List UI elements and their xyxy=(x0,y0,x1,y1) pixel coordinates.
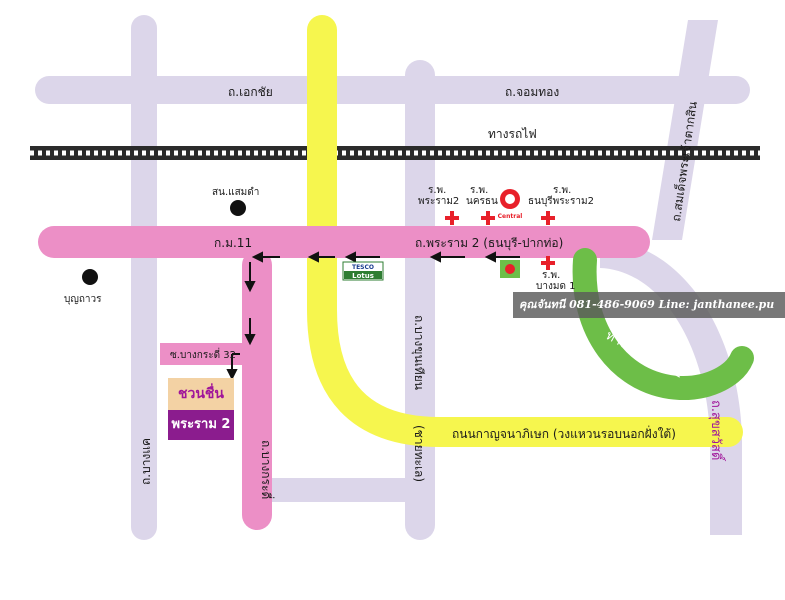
svg-text:ร.พ. พระราม2: ร.พ. พระราม2 xyxy=(418,185,459,207)
svg-text:ร.พ. ธนบุรีพระราม2: ร.พ. ธนบุรีพระราม2 xyxy=(528,185,594,207)
road-kanchanaphisek xyxy=(307,15,743,447)
svg-text:TESCO: TESCO xyxy=(352,264,374,271)
road-soi-bangkradi-32 xyxy=(160,343,260,365)
label-km11: ก.ม.11 xyxy=(214,236,252,250)
svg-text:ร.พ. นครธน: ร.พ. นครธน xyxy=(466,185,498,207)
lotus-logo-icon: TESCO Lotus xyxy=(342,261,384,281)
label-samae-dam: สน.แสมดำ xyxy=(212,187,259,198)
label-rama2: ถ.พระราม 2 (ธนบุรี-ปากท่อ) xyxy=(415,236,563,251)
label-railway: ทางรถไฟ xyxy=(488,127,537,141)
central-logo-icon: Central xyxy=(498,189,523,220)
label-bang-kradi: ถ.บางกระดี่ xyxy=(259,440,275,499)
label-ekkachai: ถ.เอกชัย xyxy=(228,85,273,99)
road-rama2 xyxy=(38,226,650,258)
label-thai-rd: (ชายทะเล) xyxy=(412,425,426,482)
label-chomthong: ถ.จอมทอง xyxy=(505,85,559,99)
label-kanchanaphisek: ถนนกาญจนาภิเษก (วงแหวนรอบนอกฝั่งใต้) xyxy=(452,425,676,441)
label-bang-khun-thian: ถ.บางขุนเทียน xyxy=(411,315,426,390)
svg-text:Central: Central xyxy=(498,213,523,220)
railway-line xyxy=(30,146,760,160)
road-ekkachai xyxy=(35,76,750,104)
hospital-labels: ร.พ. พระราม2 ร.พ. นครธน ร.พ. ธนบุรีพระรา… xyxy=(418,185,594,292)
road-bottom-connector xyxy=(270,478,420,502)
store-logo-icon xyxy=(500,260,520,278)
contact-banner: คุณจันทนี 081-486-9069 Line: janthanee.p… xyxy=(513,292,785,318)
project-name-bottom: พระราม 2 xyxy=(168,410,234,440)
svg-text:Lotus: Lotus xyxy=(352,272,374,280)
direction-arrows xyxy=(226,251,520,381)
project-name-top: ชวนชื่น xyxy=(168,378,234,410)
samae-dam-dot xyxy=(230,200,246,216)
hospital-cross-icon xyxy=(481,211,495,225)
project-marker: ชวนชื่น พระราม 2 xyxy=(168,378,234,440)
hospital-cross-icon xyxy=(445,211,459,225)
hospital-cross-icon xyxy=(541,256,555,270)
label-soi-bangkradi: ซ.บางกระดี่ 32 xyxy=(170,347,236,361)
bunthawon-dot xyxy=(82,269,98,285)
label-bunthawon: บุญถาวร xyxy=(64,294,102,305)
road-somdet-taksin xyxy=(652,20,718,240)
hospital-cross-icon xyxy=(541,211,555,225)
label-bangkhae: ถ.บางแค xyxy=(139,438,153,485)
label-suksawat: ถ.สุขสวัสดิ์ xyxy=(708,400,726,462)
hospital-icons xyxy=(445,211,555,270)
svg-text:ร.พ. บางมด 1: ร.พ. บางมด 1 xyxy=(536,270,575,292)
